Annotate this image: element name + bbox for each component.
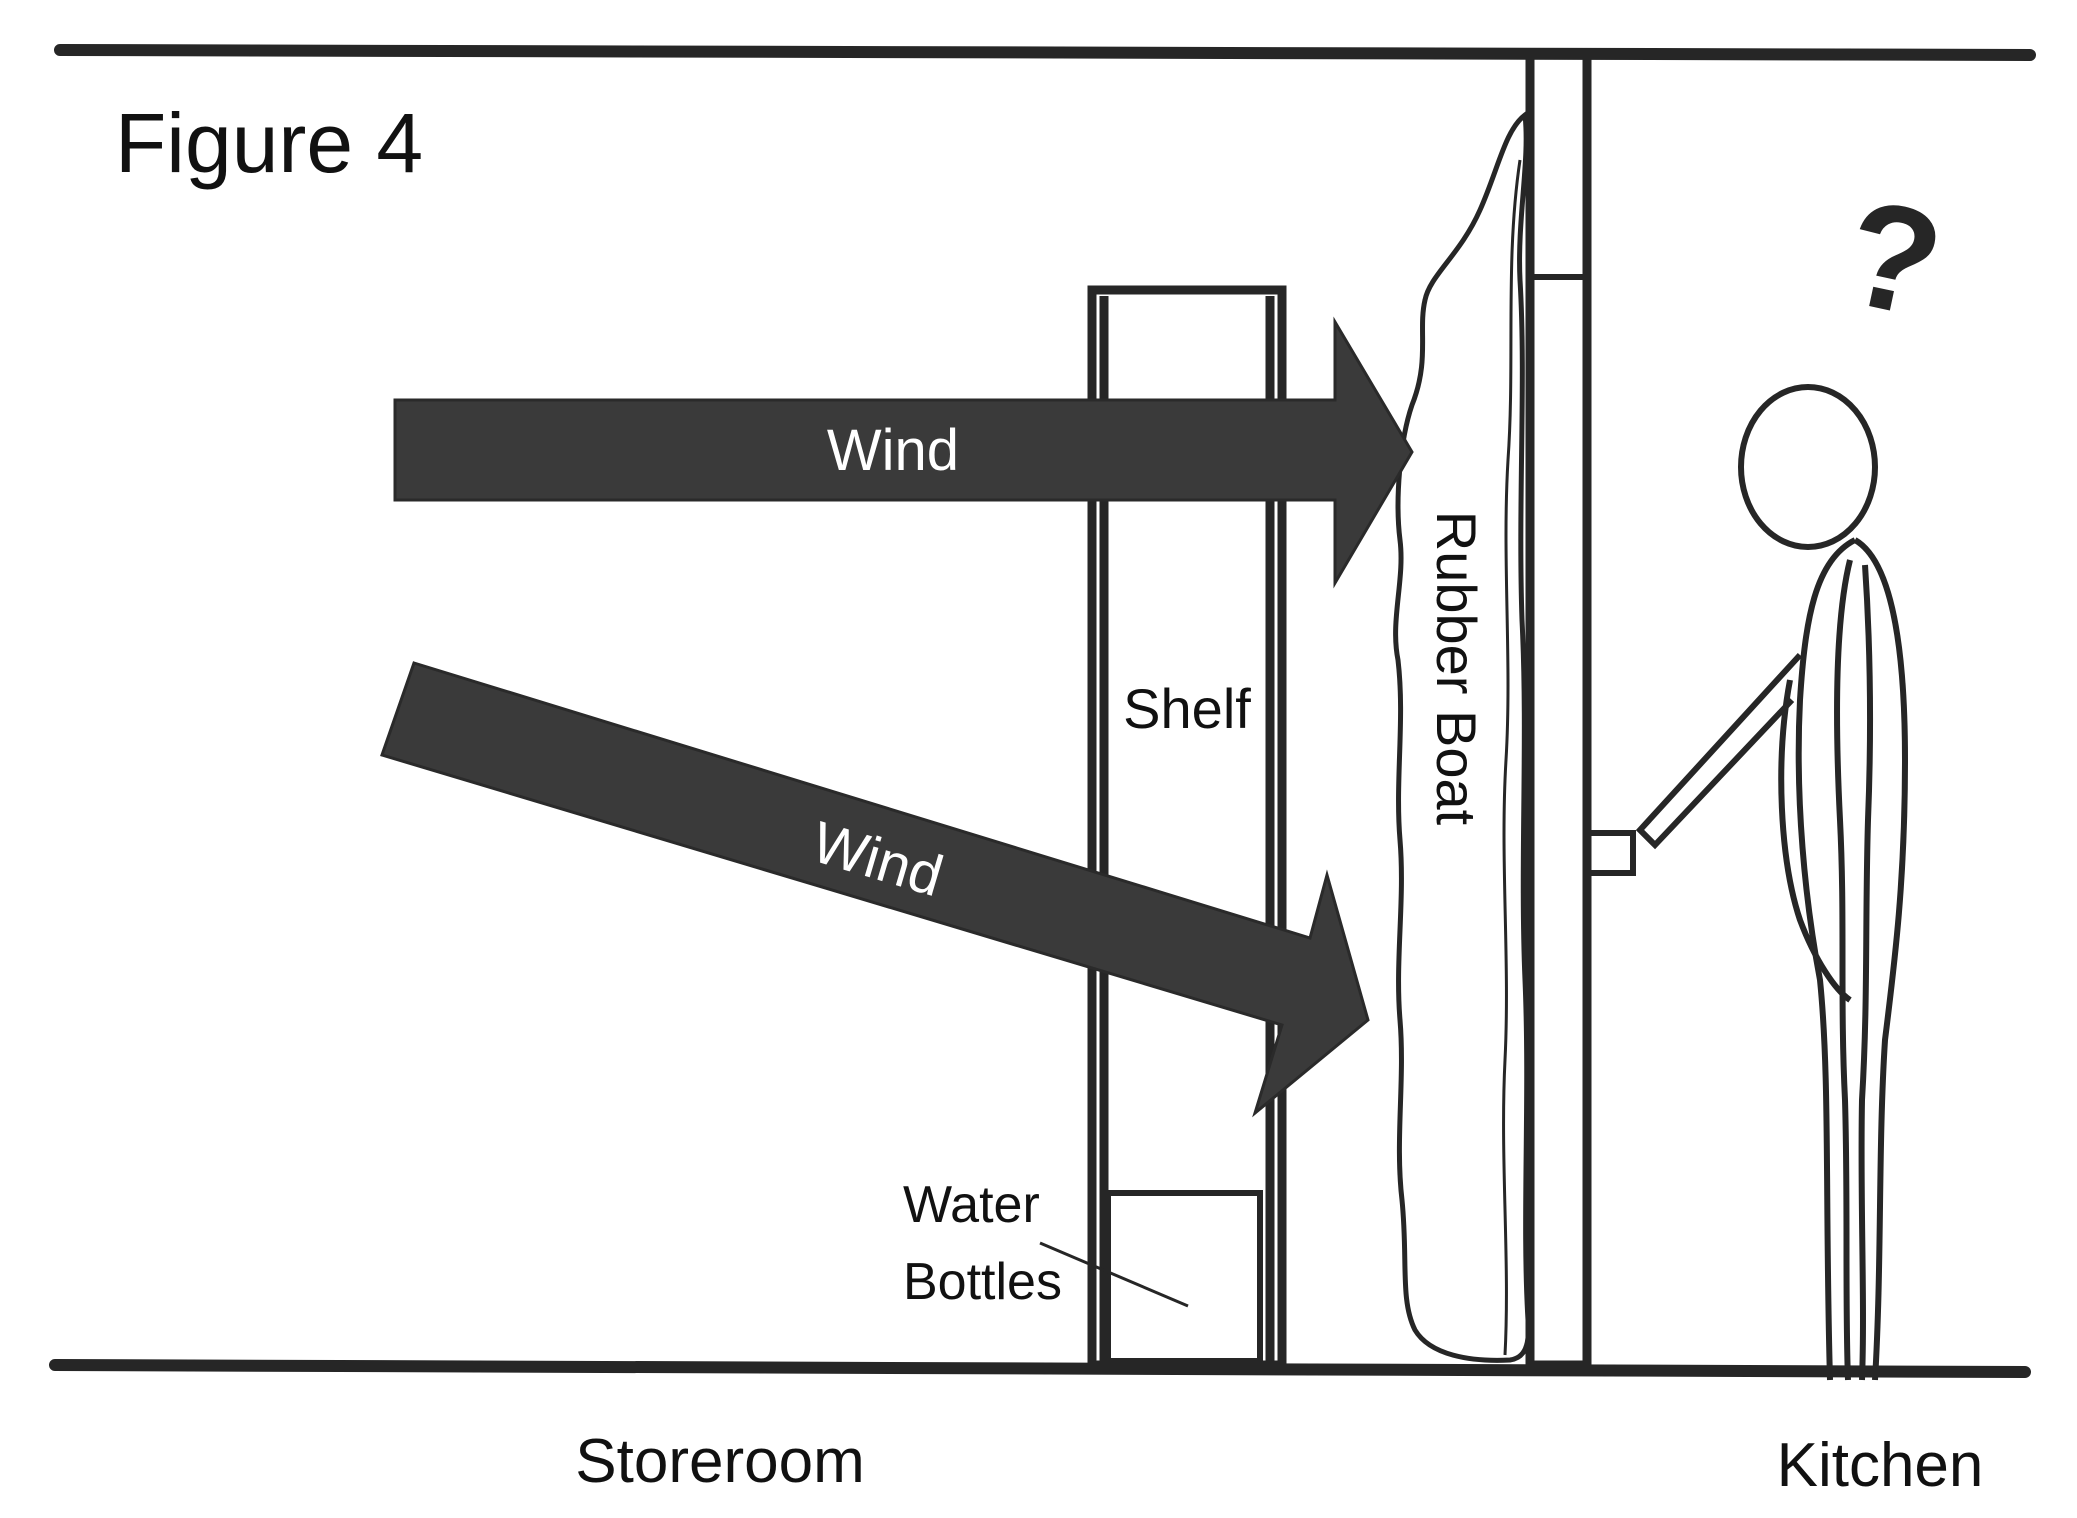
shelf-label: Shelf [1123, 677, 1251, 740]
water-bottles-box [1105, 1190, 1263, 1364]
water-bottles-pointer [1039, 1241, 1189, 1308]
kitchen-label: Kitchen [1777, 1431, 1984, 1500]
wind-arrow-upper [393, 316, 1414, 589]
water-bottles-label-line1: Water [903, 1176, 1040, 1234]
wind-arrow-lower [380, 661, 1370, 1118]
storeroom-label: Storeroom [575, 1427, 864, 1496]
rubber-boat-label: Rubber Boat [1425, 511, 1488, 826]
question-mark: ? [1831, 166, 1956, 349]
floor-line [49, 1359, 2031, 1378]
water-bottles-label-line2: Bottles [903, 1253, 1062, 1311]
door-frame [1525, 50, 1592, 1370]
ceiling-line [54, 44, 2036, 61]
wind-label-upper: Wind [827, 418, 959, 483]
figure-title: Figure 4 [115, 96, 423, 190]
person-icon [1635, 384, 1909, 1381]
rubber-boat-fold [1502, 159, 1522, 1356]
rubber-boat [1393, 110, 1531, 1363]
door-handle [1585, 830, 1636, 876]
